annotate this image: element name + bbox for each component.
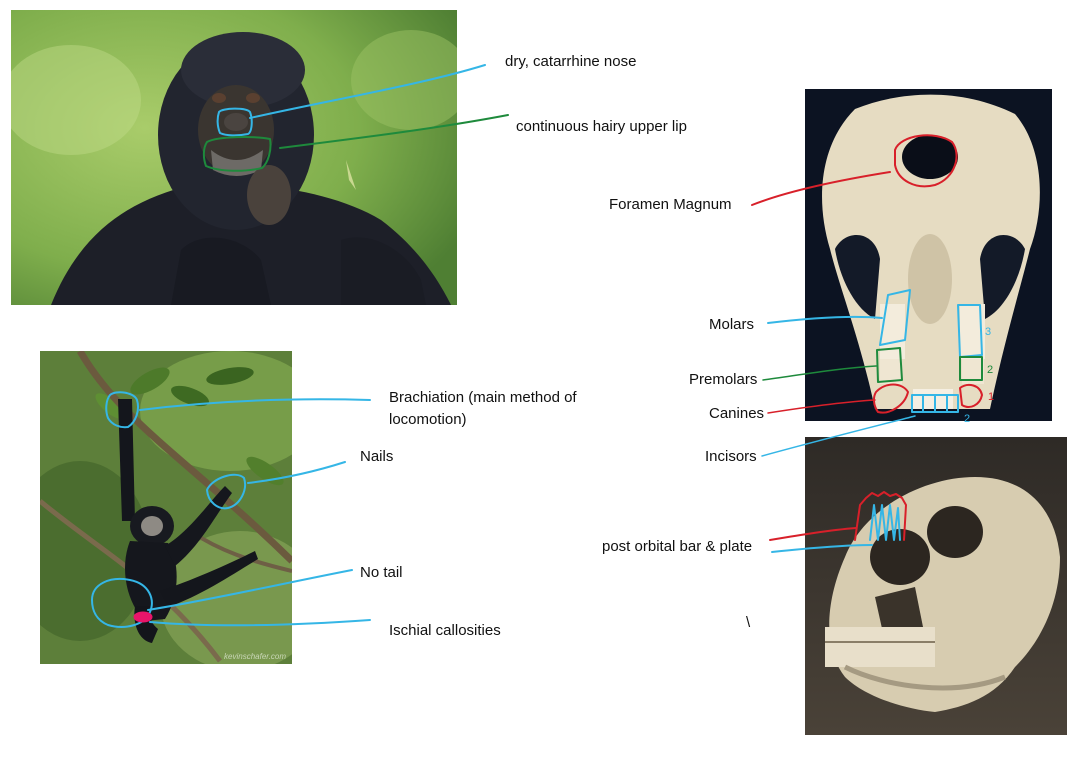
- label-foramen-magnum: Foramen Magnum: [609, 196, 732, 213]
- skull-side-photo: [805, 437, 1067, 735]
- label-backslash: \: [746, 614, 751, 631]
- label-incisors: Incisors: [705, 448, 757, 465]
- label-upper-lip: continuous hairy upper lip: [516, 118, 687, 135]
- label-canines: Canines: [709, 405, 765, 422]
- label-molars: Molars: [709, 316, 755, 333]
- photo-watermark: kevinschafer.com: [224, 652, 286, 661]
- siamang-face-photo: [11, 10, 457, 305]
- gibbon-hanging-photo: kevinschafer.com: [40, 351, 292, 664]
- label-no-tail: No tail: [360, 564, 403, 581]
- label-nose: dry, catarrhine nose: [505, 53, 637, 70]
- skull-underside-photo: [805, 89, 1052, 421]
- label-nails: Nails: [360, 448, 394, 465]
- label-brachiation: Brachiation (main method of locomotion): [389, 389, 577, 428]
- label-premolars: Premolars: [689, 371, 758, 388]
- label-ischial-callosities: Ischial callosities: [389, 622, 501, 639]
- label-postorbital: post orbital bar & plate: [602, 538, 753, 555]
